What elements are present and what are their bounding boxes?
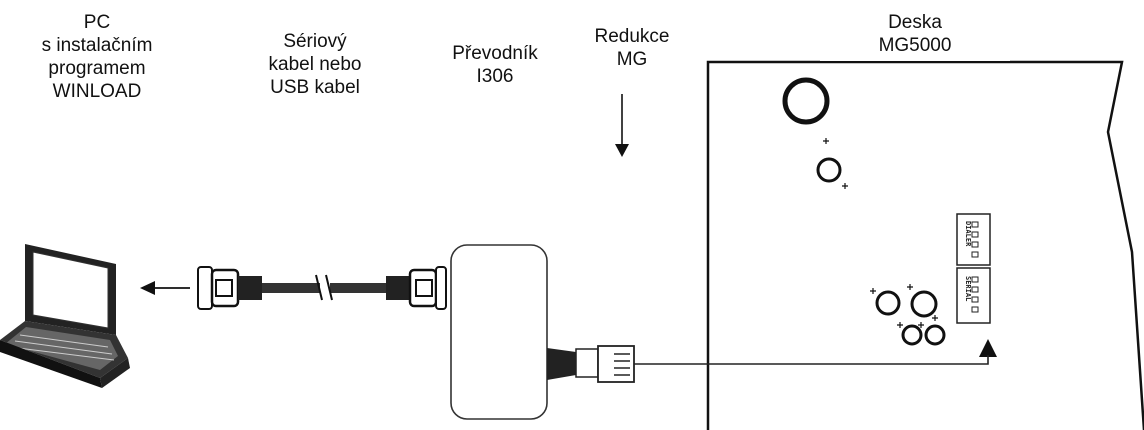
cable-label-line-3: USB kabel <box>270 77 360 98</box>
pc-arrow <box>140 281 190 295</box>
pc-label-line-1: PC <box>83 12 111 33</box>
mg-adapter-plug <box>547 345 635 383</box>
pc-label-line-2: s instalačním <box>41 35 153 56</box>
converter-label: Převodník I306 <box>425 42 565 88</box>
cable-label: Sériový kabel nebo USB kabel <box>250 30 380 99</box>
board-label-line-2: MG5000 <box>878 35 952 56</box>
dialer-connector-label: DIALER <box>964 221 972 247</box>
cable-label-line-2: kabel nebo <box>268 54 362 75</box>
i306-converter <box>450 244 548 420</box>
adapter-label-line-2: MG <box>616 49 648 70</box>
board-label: Deska MG5000 <box>820 11 1010 61</box>
board-cable <box>634 355 989 365</box>
cable-label-line-1: Sériový <box>283 31 347 52</box>
mg5000-board <box>706 60 1144 430</box>
pc-label-line-4: WINLOAD <box>52 81 142 102</box>
adapter-pointer-arrow <box>615 94 629 157</box>
serial-connector-label: SERIAL <box>964 276 972 301</box>
connector-arrow <box>979 339 997 357</box>
converter-label-line-1: Převodník <box>452 43 538 64</box>
converter-label-line-2: I306 <box>476 66 514 87</box>
laptop-pc <box>0 244 130 388</box>
adapter-label-line-1: Redukce <box>594 26 670 47</box>
plus-markers <box>823 138 938 328</box>
pc-label: PC s instalačním programem WINLOAD <box>22 11 172 103</box>
adapter-label: Redukce MG <box>572 25 692 71</box>
pc-label-line-3: programem <box>48 58 146 79</box>
board-header-connectors: DIALER SERIAL <box>956 213 991 324</box>
serial-cable <box>197 266 447 310</box>
board-label-line-1: Deska <box>888 12 942 33</box>
board-capacitors <box>782 77 946 346</box>
